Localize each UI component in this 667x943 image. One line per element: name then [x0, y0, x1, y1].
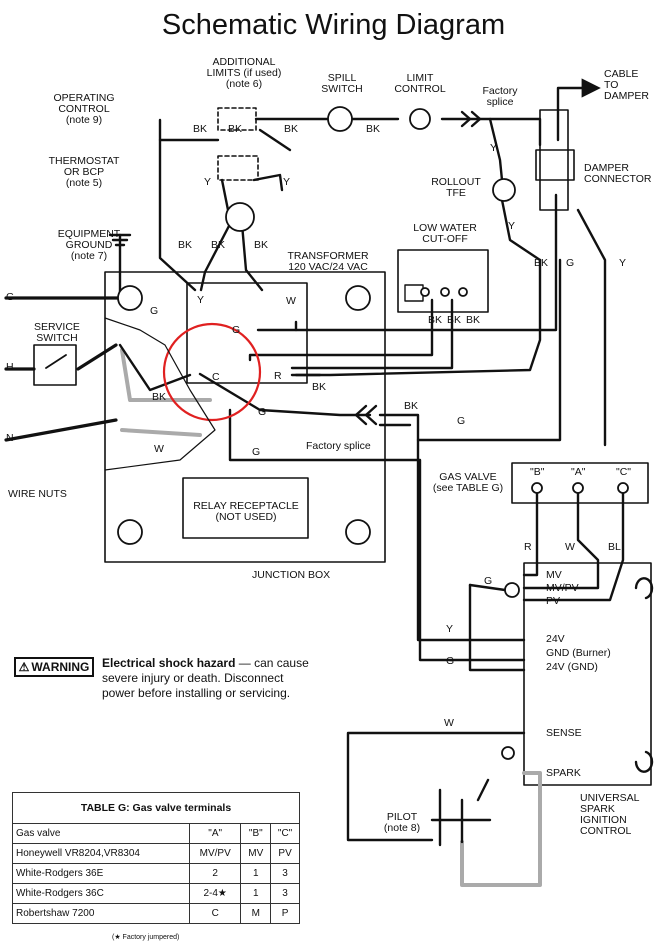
- wire-label: G: [457, 415, 466, 427]
- page-title: Schematic Wiring Diagram: [161, 9, 506, 41]
- terminal-spark: SPARK: [546, 767, 581, 779]
- wire-label: Y: [508, 220, 516, 232]
- wire-label: Y: [283, 176, 291, 188]
- line-g-label: G: [6, 291, 15, 303]
- rollout-tfe-label: ROLLOUT TFE: [431, 176, 481, 199]
- warning-text: Electrical shock hazard — can cause seve…: [102, 656, 309, 700]
- transformer-box: [186, 282, 308, 384]
- terminal-pv: PV: [546, 595, 561, 607]
- pilot-label: PILOT (note 8): [383, 811, 421, 834]
- xfmr-terminal-c: C: [212, 371, 220, 383]
- wire-label: BK: [428, 314, 443, 326]
- terminal-24v: 24V: [546, 633, 565, 645]
- terminal-24v-gnd: 24V (GND): [546, 661, 598, 673]
- wire-label: G: [566, 257, 575, 269]
- spill-switch-label: SPILL SWITCH: [321, 72, 363, 95]
- wire-label: Y: [490, 142, 498, 154]
- wire-label: BK: [366, 123, 381, 135]
- line-h-label: H: [6, 361, 14, 373]
- wire-label: BK: [534, 257, 549, 269]
- wire-label: BK: [404, 400, 419, 412]
- wire-label: W: [565, 541, 575, 553]
- wire-label: G: [446, 655, 455, 667]
- limit-control-label: LIMIT CONTROL: [394, 72, 446, 95]
- equipment-ground-label: EQUIPMENT GROUND (note 7): [57, 228, 121, 262]
- wire-label: G: [252, 446, 261, 458]
- wire-label: BK: [466, 314, 481, 326]
- ignition-control-label: UNIVERSAL SPARK IGNITION CONTROL: [580, 792, 640, 837]
- wire-label: BK: [447, 314, 462, 326]
- gas-valve-terminal-c: "C": [616, 466, 632, 478]
- junction-box-outline: [104, 271, 386, 563]
- wire-label: Y: [446, 623, 454, 635]
- junction-box-label: JUNCTION BOX: [252, 569, 331, 581]
- gas-valve-terminal-a: "A": [571, 466, 586, 478]
- line-n-label: N: [6, 432, 14, 444]
- wire-label: BK: [193, 123, 208, 135]
- low-water-cutoff-label: LOW WATER CUT-OFF: [413, 222, 477, 245]
- table-row: Honeywell VR8204,VR8304 MV/PV MV PV: [12, 843, 300, 864]
- cable-to-damper-label: CABLE TO DAMPER: [604, 68, 649, 102]
- xfmr-terminal-w: W: [286, 295, 296, 307]
- table-row: White-Rodgers 36E 2 1 3: [12, 863, 300, 884]
- warning-badge: ⚠ WARNING: [14, 657, 94, 677]
- xfmr-terminal-r: R: [274, 370, 282, 382]
- wire-label: BK: [211, 239, 226, 251]
- wire-label: Y: [204, 176, 212, 188]
- service-switch-label: SERVICE SWITCH: [34, 321, 80, 344]
- wire-label: BL: [608, 541, 621, 553]
- terminal-mv: MV: [546, 569, 562, 581]
- wire-label: R: [524, 541, 532, 553]
- gas-valve-label: GAS VALVE (see TABLE G): [432, 471, 504, 494]
- wire-label: BK: [284, 123, 299, 135]
- factory-splice-mid-label: Factory splice: [306, 440, 371, 452]
- transformer-label: TRANSFORMER 120 VAC/24 VAC: [287, 250, 369, 273]
- operating-control-label: OPERATING CONTROL (note 9): [53, 92, 115, 126]
- wire-label: W: [154, 443, 164, 455]
- ignition-control-box: [523, 562, 652, 786]
- relay-receptacle-box: [182, 477, 309, 539]
- wire-nuts-label: WIRE NUTS: [8, 488, 67, 500]
- terminal-mv-pv: MV/PV: [546, 582, 579, 594]
- table-row: Robertshaw 7200 C M P: [12, 903, 300, 924]
- terminal-gnd-burner: GND (Burner): [546, 647, 611, 659]
- wire-label: Y: [619, 257, 627, 269]
- table-g: TABLE G: Gas valve terminals Gas valve "…: [12, 792, 300, 924]
- factory-splice-top-label: Factory splice: [482, 85, 518, 108]
- wire-label: W: [444, 717, 454, 729]
- damper-connector-label: DAMPER CONNECTOR: [584, 162, 652, 185]
- wire-label: G: [258, 406, 267, 418]
- wire-label: BK: [254, 239, 269, 251]
- warning-triangle-icon: ⚠: [18, 660, 30, 674]
- low-water-cutoff-box: [397, 249, 489, 313]
- table-footnote: (★ Factory jumpered): [112, 934, 180, 941]
- gas-valve-box: [511, 462, 649, 504]
- relay-receptacle-label: RELAY RECEPTACLE (NOT USED): [193, 500, 299, 523]
- terminal-sense: SENSE: [546, 727, 582, 739]
- wire-label: G: [150, 305, 159, 317]
- thermostat-label: THERMOSTAT OR BCP (note 5): [48, 155, 120, 189]
- xfmr-terminal-y: Y: [197, 294, 205, 306]
- wire-label: BK: [312, 381, 327, 393]
- table-caption: TABLE G: Gas valve terminals: [12, 792, 300, 824]
- wire-label: BK: [228, 123, 243, 135]
- wire-label: BK: [152, 391, 167, 403]
- additional-limits-label: ADDITIONAL LIMITS (if used) (note 6): [206, 56, 282, 90]
- wire-label: BK: [178, 239, 193, 251]
- gas-valve-terminal-b: "B": [530, 466, 545, 478]
- wire-label: G: [484, 575, 493, 587]
- table-row: White-Rodgers 36C 2-4★ 1 3: [12, 883, 300, 904]
- table-header-row: Gas valve "A" "B" "C": [12, 823, 300, 844]
- xfmr-terminal-g: G: [232, 324, 241, 336]
